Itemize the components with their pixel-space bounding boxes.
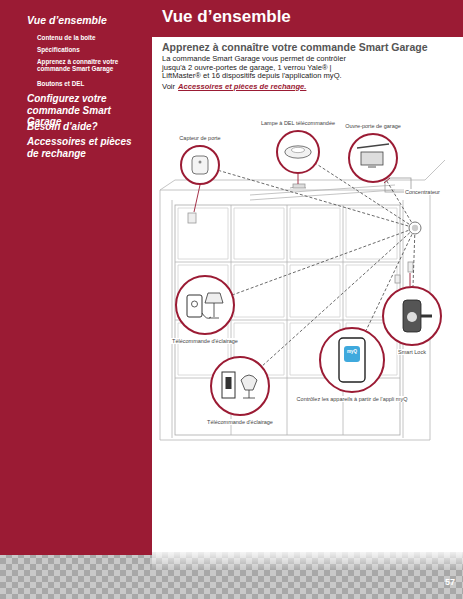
callout-circle — [276, 130, 320, 174]
leader-lines — [194, 174, 410, 286]
callout-circle — [319, 327, 385, 393]
callout-circle — [408, 221, 422, 235]
device-callout: Smart Lock — [382, 286, 442, 346]
footer-fade — [152, 548, 463, 570]
nav-item: Boutons et DEL — [37, 80, 147, 87]
wireless-link — [413, 235, 415, 286]
callout-label: Smart Lock — [397, 349, 427, 355]
nav-item: Contenu de la boîte — [37, 34, 147, 41]
hub-node: Concentrateur — [408, 221, 422, 235]
device-callout: Télécommande d'éclairage — [210, 356, 270, 416]
callout-circle — [175, 275, 235, 335]
nav-item: Apprenez à connaître votre commande Smar… — [37, 58, 137, 72]
section-heading: Apprenez à connaître votre commande Smar… — [162, 41, 457, 53]
page-number: 57 — [445, 577, 455, 587]
callout-circle — [210, 356, 270, 416]
callout-label: Concentrateur — [404, 189, 441, 195]
nav-heading: Accessoires et pièces de rechange — [27, 136, 135, 159]
callout-label: Contrôlez les appareils à partir de l'ap… — [296, 396, 409, 402]
device-callout: Lampe à DEL télécommandée — [276, 130, 320, 174]
callout-label: Télécommande d'éclairage — [171, 338, 239, 344]
device-callout: Télécommande d'éclairage — [175, 275, 235, 335]
device-callout: Ouvre-porte de garage — [348, 133, 398, 183]
body-text: Voir — [162, 83, 175, 92]
nav-heading: Vue d’ensemble — [27, 14, 147, 26]
callout-circle — [348, 133, 398, 183]
callout-circle — [180, 145, 220, 185]
device-callout: Capteur de porte — [180, 145, 220, 185]
nav-item: Spécifications — [37, 46, 147, 53]
app-icon-label: myQ — [347, 349, 357, 354]
sidebar — [0, 0, 152, 555]
garage-drawing — [160, 160, 445, 440]
callout-label: Ouvre-porte de garage — [344, 123, 402, 129]
page-title: Vue d’ensemble — [162, 7, 291, 27]
callout-label: Télécommande d'éclairage — [206, 419, 274, 425]
wireless-link — [386, 179, 412, 222]
wireless-link — [233, 230, 408, 294]
callout-label: Capteur de porte — [178, 135, 221, 141]
device-callout: Contrôlez les appareils à partir de l'ap… — [319, 327, 385, 393]
nav-heading: Besoin d'aide? — [27, 121, 147, 133]
link-text: Accessoires et pièces de rechange. — [178, 83, 306, 92]
callout-circle — [382, 286, 442, 346]
callout-label: Lampe à DEL télécommandée — [260, 120, 336, 126]
body-text: La commande Smart Garage vous permet de … — [162, 55, 362, 81]
title-band — [152, 0, 463, 37]
